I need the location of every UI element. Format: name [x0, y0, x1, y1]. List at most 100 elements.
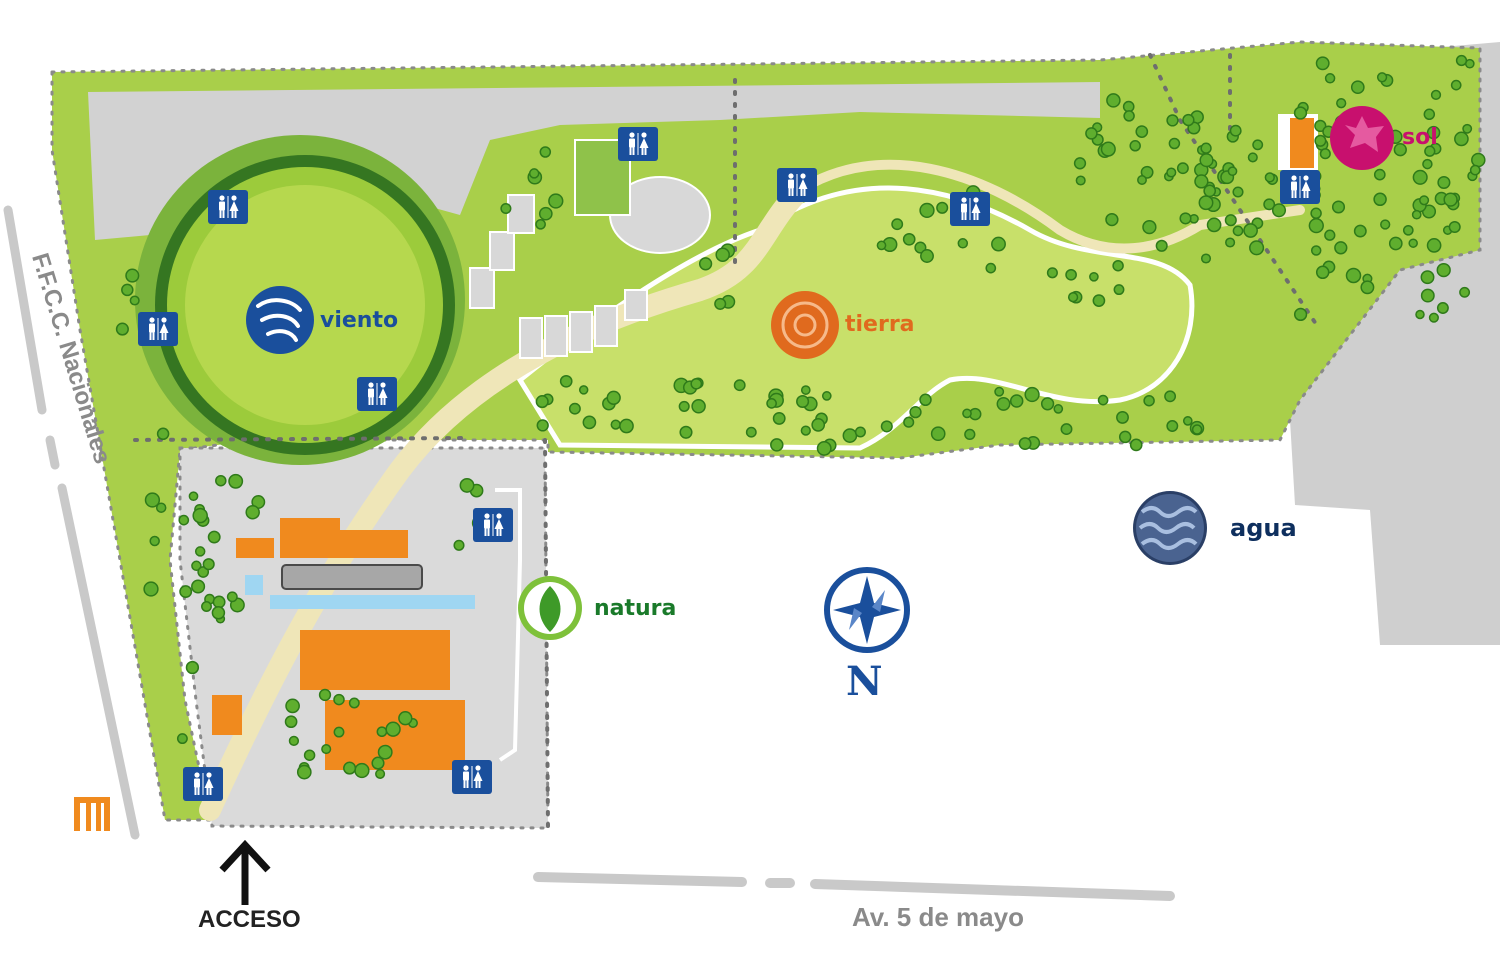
- tree: [985, 262, 997, 274]
- tree: [1116, 410, 1129, 424]
- tree: [376, 726, 388, 738]
- restroom-icon[interactable]: [1280, 170, 1320, 204]
- restroom-icon[interactable]: [950, 192, 990, 226]
- tree: [796, 394, 810, 409]
- tree: [1252, 139, 1264, 151]
- zone-label-viento[interactable]: viento: [320, 308, 399, 333]
- tree: [212, 595, 226, 609]
- tree: [690, 377, 703, 390]
- tree: [733, 379, 746, 392]
- tree: [1198, 195, 1214, 211]
- tree: [1380, 219, 1391, 230]
- tree: [1143, 394, 1155, 407]
- tree: [1315, 56, 1330, 71]
- tree: [1155, 239, 1168, 252]
- gallery-building: [281, 564, 423, 590]
- tree: [1424, 145, 1436, 157]
- tree: [1182, 113, 1195, 127]
- zone-label-natura[interactable]: natura: [594, 596, 677, 621]
- restroom-icon[interactable]: [357, 377, 397, 411]
- tree: [343, 761, 357, 775]
- tree: [880, 420, 893, 433]
- tree: [194, 546, 206, 557]
- tree: [185, 660, 200, 675]
- arrow-up-icon[interactable]: [219, 839, 271, 905]
- tree: [144, 492, 161, 508]
- tree: [678, 400, 690, 412]
- tree: [1420, 270, 1435, 285]
- zone-label-tierra[interactable]: tierra: [845, 312, 915, 337]
- tree: [1089, 271, 1099, 282]
- zone-label-sol[interactable]: sol: [1402, 125, 1438, 150]
- tree: [1112, 259, 1124, 272]
- tree: [1293, 307, 1308, 322]
- tree: [535, 395, 549, 409]
- tree: [1140, 165, 1154, 179]
- tree: [1203, 184, 1217, 198]
- tree: [994, 386, 1005, 397]
- tree: [1388, 236, 1403, 251]
- tree: [606, 390, 621, 405]
- tree: [1428, 312, 1439, 323]
- tree: [559, 374, 573, 388]
- tree: [1224, 214, 1237, 227]
- tree: [568, 402, 581, 415]
- tree: [1227, 166, 1238, 177]
- tree: [1426, 125, 1441, 140]
- restroom-icon[interactable]: [208, 190, 248, 224]
- tierra-icon: [771, 291, 839, 359]
- tree: [1206, 217, 1222, 233]
- tree: [996, 396, 1011, 411]
- tree: [919, 393, 932, 407]
- tree: [1085, 127, 1098, 140]
- tree: [149, 535, 160, 547]
- tree: [842, 428, 858, 443]
- restroom-icon[interactable]: [618, 127, 658, 161]
- tree: [1353, 224, 1367, 238]
- compass-icon: [824, 567, 910, 653]
- tree: [1166, 114, 1179, 127]
- tree: [1040, 397, 1055, 411]
- restroom-icon[interactable]: [183, 767, 223, 801]
- tree: [1046, 267, 1058, 279]
- restroom-icon[interactable]: [473, 508, 513, 542]
- tree: [385, 721, 401, 737]
- access-label[interactable]: ACCESO: [198, 906, 301, 933]
- tree: [354, 762, 370, 779]
- tree: [1315, 265, 1330, 280]
- tree: [1360, 280, 1375, 295]
- tree: [1336, 98, 1347, 109]
- restroom-icon[interactable]: [452, 760, 492, 794]
- tree: [333, 693, 345, 706]
- tree: [191, 560, 202, 572]
- tree: [800, 425, 811, 436]
- tree: [1308, 217, 1324, 234]
- tree: [201, 601, 212, 612]
- tree: [288, 735, 300, 747]
- tree: [207, 530, 221, 544]
- tree: [1324, 73, 1336, 84]
- tree: [891, 218, 904, 231]
- tree: [610, 419, 621, 430]
- tree: [188, 491, 199, 502]
- tree: [1443, 192, 1458, 207]
- tree: [1135, 125, 1149, 138]
- tree: [1402, 224, 1414, 236]
- tree: [143, 581, 159, 597]
- tree: [548, 193, 564, 209]
- tree: [1113, 284, 1125, 296]
- zone-label-agua[interactable]: agua: [1230, 514, 1297, 542]
- tree: [902, 232, 916, 246]
- tree: [500, 202, 512, 215]
- tree: [962, 408, 972, 419]
- tree: [1166, 167, 1177, 178]
- tree: [991, 236, 1006, 252]
- tree: [1412, 169, 1428, 185]
- restroom-icon[interactable]: [777, 168, 817, 202]
- tree: [1350, 80, 1365, 95]
- sol-building-core: [1290, 118, 1314, 168]
- restroom-icon[interactable]: [138, 312, 178, 346]
- tree: [176, 733, 188, 745]
- natura-icon: [518, 576, 582, 640]
